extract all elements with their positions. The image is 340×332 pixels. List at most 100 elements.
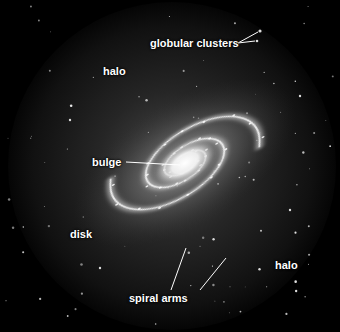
star-knot bbox=[163, 143, 167, 146]
star-knot bbox=[198, 137, 202, 140]
spiral-galaxy bbox=[46, 44, 324, 282]
part-label: bulge bbox=[92, 156, 121, 169]
part-label: halo bbox=[275, 259, 298, 272]
star bbox=[203, 60, 205, 62]
star bbox=[183, 70, 185, 72]
star bbox=[214, 300, 216, 302]
spiral-arm bbox=[104, 119, 235, 229]
star bbox=[67, 315, 69, 317]
star bbox=[308, 264, 309, 265]
star bbox=[308, 254, 310, 256]
star bbox=[303, 23, 304, 24]
star bbox=[5, 300, 6, 301]
star bbox=[22, 251, 24, 253]
star bbox=[244, 286, 246, 288]
field-stars bbox=[5, 6, 333, 325]
star-knot bbox=[158, 206, 162, 209]
star bbox=[313, 132, 315, 134]
star bbox=[228, 312, 230, 314]
star-knot bbox=[232, 114, 236, 117]
star bbox=[302, 151, 304, 153]
leader-line bbox=[126, 162, 180, 165]
star bbox=[212, 238, 214, 240]
star bbox=[294, 280, 297, 283]
star-knot bbox=[210, 176, 214, 179]
star bbox=[8, 198, 11, 201]
star bbox=[308, 225, 310, 227]
spiral-arm bbox=[135, 97, 266, 207]
star bbox=[48, 225, 50, 227]
part-label: halo bbox=[103, 65, 126, 78]
star bbox=[329, 145, 331, 147]
globular-clusters bbox=[69, 29, 301, 269]
star bbox=[234, 22, 236, 24]
spiral-arm bbox=[135, 97, 266, 207]
star bbox=[202, 236, 204, 238]
leader-line bbox=[171, 248, 186, 290]
star-knot bbox=[208, 137, 212, 140]
leader-lines bbox=[126, 32, 258, 290]
star bbox=[325, 120, 327, 122]
star bbox=[43, 206, 45, 208]
star-knot bbox=[261, 136, 265, 139]
star bbox=[188, 252, 191, 255]
star bbox=[258, 268, 260, 270]
star bbox=[81, 292, 83, 294]
star bbox=[38, 20, 40, 22]
star bbox=[138, 96, 139, 97]
star bbox=[50, 31, 52, 33]
star bbox=[295, 133, 296, 134]
part-label: globular clusters bbox=[150, 37, 239, 50]
star bbox=[30, 6, 32, 8]
star bbox=[260, 230, 262, 232]
star bbox=[80, 263, 83, 266]
star bbox=[295, 290, 297, 292]
star-knot bbox=[248, 122, 252, 125]
star bbox=[30, 138, 31, 139]
star-knot bbox=[137, 207, 141, 210]
star-knot bbox=[224, 148, 228, 151]
star bbox=[212, 265, 213, 266]
star bbox=[266, 286, 268, 288]
star bbox=[12, 227, 14, 229]
star bbox=[31, 136, 32, 137]
star bbox=[168, 15, 170, 17]
star bbox=[200, 246, 201, 247]
halo-glow bbox=[8, 2, 336, 330]
star bbox=[296, 184, 297, 185]
star bbox=[190, 285, 191, 286]
star bbox=[145, 99, 147, 101]
star bbox=[44, 162, 46, 164]
star bbox=[39, 298, 41, 300]
star-knot bbox=[115, 203, 119, 206]
part-label: disk bbox=[70, 228, 92, 241]
star-knot bbox=[180, 130, 184, 133]
star bbox=[308, 6, 309, 7]
star bbox=[285, 313, 287, 315]
star bbox=[196, 86, 197, 87]
star-knot bbox=[215, 142, 219, 145]
star bbox=[93, 77, 94, 78]
star-knot bbox=[145, 185, 149, 188]
star bbox=[295, 81, 296, 82]
star-knot bbox=[159, 186, 163, 189]
star bbox=[23, 226, 25, 228]
spiral-arms bbox=[100, 95, 269, 231]
spiral-arm bbox=[104, 119, 235, 229]
leader-line bbox=[238, 32, 258, 43]
star bbox=[7, 137, 9, 139]
star bbox=[70, 104, 73, 107]
galaxy-disk bbox=[46, 44, 324, 282]
star bbox=[304, 296, 305, 297]
star-knot bbox=[112, 183, 116, 186]
part-label: spiral arms bbox=[129, 292, 188, 305]
leader-line bbox=[238, 41, 255, 43]
star-knot bbox=[145, 173, 149, 176]
star bbox=[75, 308, 77, 310]
star bbox=[155, 323, 157, 325]
leader-line bbox=[200, 258, 226, 290]
star bbox=[212, 284, 214, 286]
star bbox=[332, 75, 334, 77]
